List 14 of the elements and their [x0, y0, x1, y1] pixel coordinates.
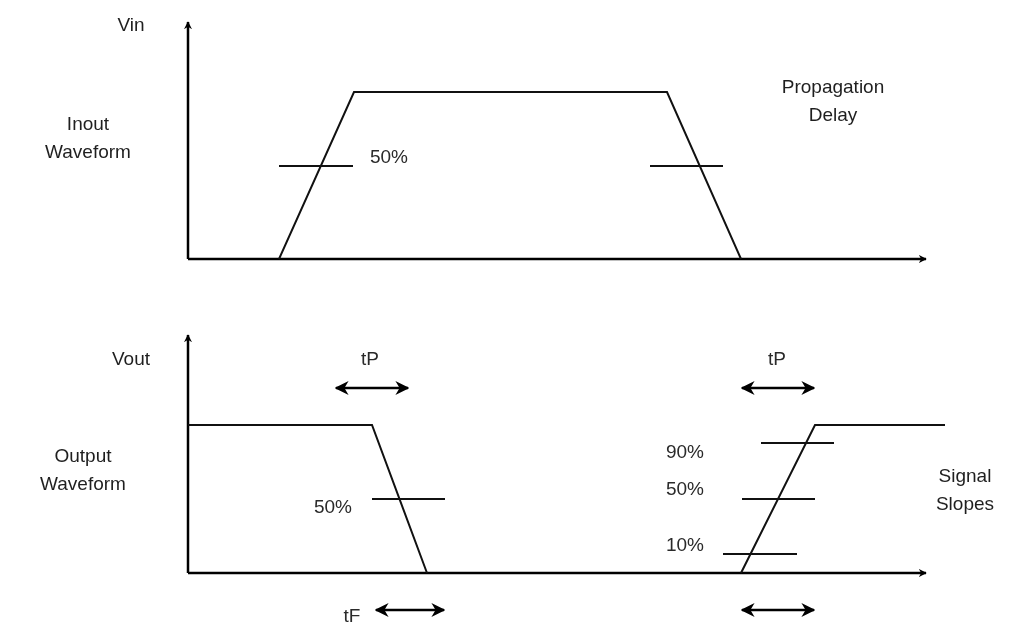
percent-label: 10%: [666, 533, 704, 557]
percent-label: 50%: [370, 145, 408, 169]
waveform-label: Inout Waveform: [44, 112, 132, 164]
percent-label: 50%: [314, 495, 352, 519]
time-label: tP: [768, 347, 786, 371]
section-heading: Propagation Delay: [780, 75, 886, 127]
axis-label: Vout: [112, 347, 150, 371]
section-heading: Signal Slopes: [934, 464, 996, 516]
axis-label: Vin: [117, 13, 145, 37]
time-label: tF: [343, 604, 361, 628]
percent-label: 90%: [666, 440, 704, 464]
percent-label: 50%: [666, 477, 704, 501]
waveform-label: Output Waveform: [39, 444, 127, 496]
time-label: tP: [361, 347, 379, 371]
